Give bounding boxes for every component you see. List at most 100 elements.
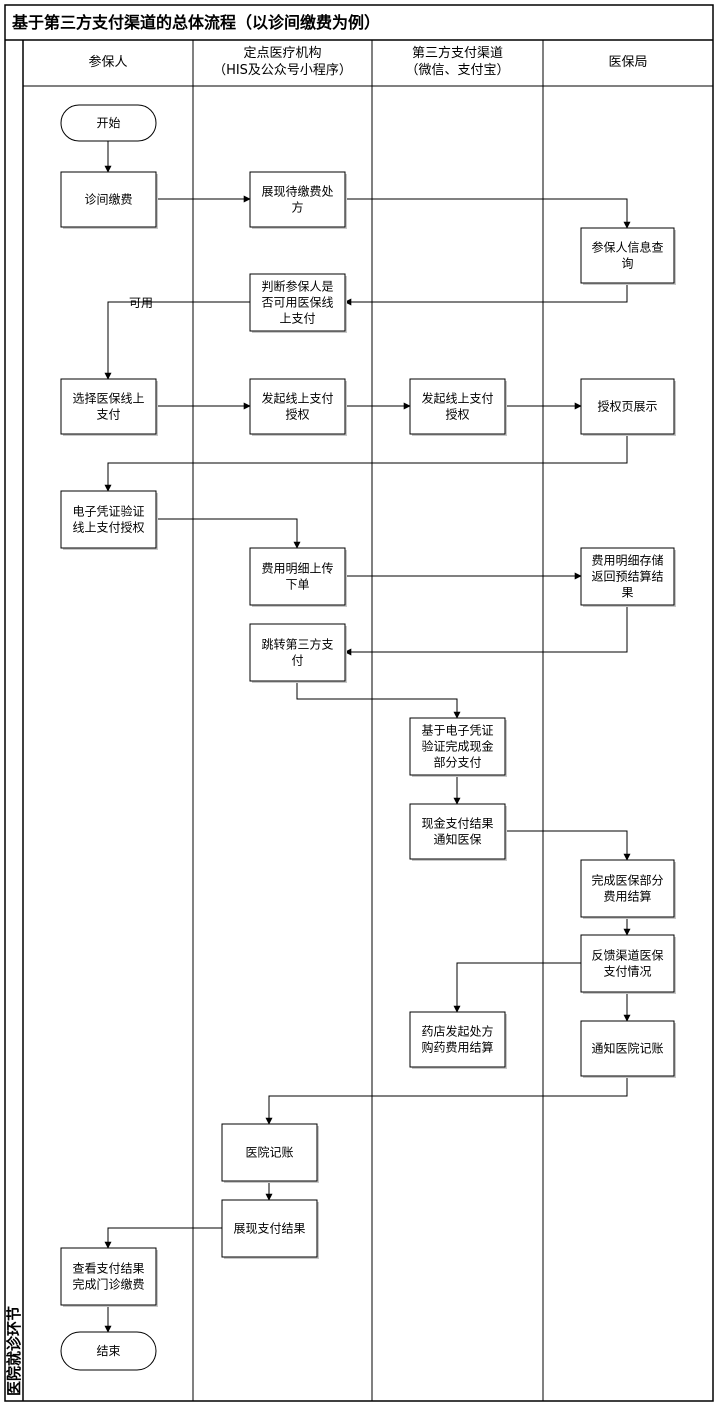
lane-header-line: 医保局 (608, 55, 647, 70)
process-shape (409, 378, 506, 435)
process-shape (580, 934, 675, 993)
node-text-line: 发起线上支付 (421, 391, 493, 406)
connector-n8-to-n9 (104, 434, 628, 492)
process-shape (580, 227, 675, 284)
node-n20: 展现支付结果 (221, 1199, 319, 1259)
node-text-line: 参保人信息查 (591, 240, 663, 255)
process-shape (580, 547, 675, 606)
node-text-line: 购药费用结算 (421, 1040, 493, 1055)
process-shape (409, 717, 506, 776)
terminal-shape (60, 104, 157, 142)
connector-n18-to-n19 (265, 1076, 628, 1125)
process-shape (580, 1020, 675, 1077)
process-shape (409, 803, 506, 860)
node-text-line: 展现支付结果 (233, 1222, 305, 1236)
process-shape (60, 378, 157, 435)
node-text-line: 完成门诊缴费 (72, 1277, 144, 1292)
node-n19: 医院记账 (221, 1123, 319, 1183)
node-text-line: 授权 (285, 407, 309, 422)
process-shape (60, 490, 157, 549)
node-text-line: 费用结算 (603, 889, 651, 904)
node-text-line: 基于电子凭证 (421, 723, 493, 738)
connector-n14-to-n15 (505, 830, 631, 861)
connector-arrow (265, 1076, 628, 1125)
connector-n9-to-n10 (156, 518, 301, 549)
node-text-line: 支付情况 (603, 965, 651, 979)
connector-arrow (453, 962, 581, 1013)
node-text-line: 医院记账 (245, 1146, 293, 1160)
process-shape (249, 623, 346, 682)
connector-n3-to-n4 (344, 283, 628, 306)
node-text-line: 选择医保线上 (72, 392, 144, 406)
process-shape (60, 1247, 157, 1306)
connector-arrow (104, 434, 628, 492)
node-text-line: 结束 (96, 1344, 120, 1358)
node-text-line: 现金支付结果 (421, 816, 493, 831)
connector-label: 可用 (129, 296, 153, 310)
lane-header-thirdparty: 第三方支付渠道（微信、支付宝） (405, 45, 509, 78)
lane-header-line: 第三方支付渠道 (412, 45, 503, 61)
process-shape (580, 859, 675, 918)
process-shape (409, 1011, 506, 1068)
process-shape (249, 378, 346, 435)
connector-n4-to-n5: 可用 (104, 296, 250, 380)
process-shape (249, 273, 346, 332)
node-text-line: 果 (621, 586, 633, 600)
connector-arrow (104, 1227, 222, 1249)
lane-header-line: 参保人 (88, 54, 127, 70)
lane-header-line: 定点医疗机构 (243, 46, 321, 61)
connector-arrow (345, 198, 631, 229)
connector-arrow (296, 681, 461, 719)
lane-header-line: （HIS及公众号小程序） (213, 63, 352, 78)
diagram-title: 基于第三方支付渠道的总体流程（以诊间缴费为例） (11, 13, 380, 32)
connector-arrow (156, 518, 301, 549)
node-end: 结束 (60, 1331, 157, 1371)
node-text-line: 通知医保 (433, 833, 481, 847)
node-start: 开始 (60, 104, 157, 142)
connector-arrow (505, 830, 631, 861)
connector-n20-to-n21 (104, 1227, 222, 1249)
node-text-line: 判断参保人是 (261, 279, 333, 294)
connectors: 可用 (104, 141, 631, 1333)
node-text-line: 下单 (285, 578, 309, 592)
node-text-line: 诊间缴费 (84, 192, 132, 207)
node-text-line: 药店发起处方 (421, 1024, 493, 1039)
node-text-line: 跳转第三方支 (261, 637, 333, 652)
lane-header-bureau: 医保局 (608, 55, 647, 70)
node-text-line: 展现待缴费处 (261, 184, 333, 199)
process-shape (221, 1199, 318, 1258)
node-text-line: 否可用医保线 (261, 296, 333, 310)
connector-arrow (344, 605, 628, 656)
process-shape (60, 171, 157, 228)
node-text-line: 通知医院记账 (591, 1042, 663, 1056)
node-text-line: 部分支付 (433, 755, 481, 770)
node-text-line: 查看支付结果 (72, 1262, 144, 1276)
node-text-line: 付 (291, 654, 303, 668)
node-text-line: 开始 (96, 116, 120, 130)
connector-n11-to-n12 (344, 605, 628, 656)
lane-header-patient: 参保人 (88, 54, 127, 70)
node-text-line: 发起线上支付 (261, 391, 333, 406)
process-shape (249, 547, 346, 606)
node-n1: 诊间缴费 (60, 171, 158, 229)
node-n18: 通知医院记账 (580, 1020, 676, 1078)
node-text-line: 费用明细存储 (591, 553, 663, 568)
connector-arrow (344, 283, 628, 306)
process-shape (580, 378, 675, 435)
lane-header-hospital: 定点医疗机构 （HIS及公众号小程序） (213, 46, 352, 78)
